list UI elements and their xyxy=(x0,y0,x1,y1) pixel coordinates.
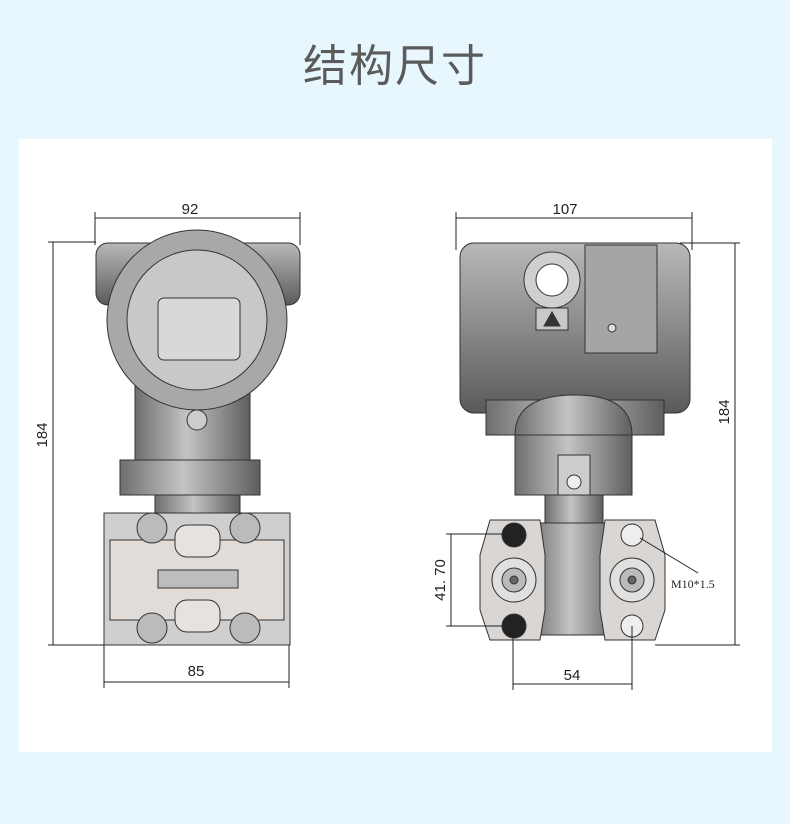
side-height-label: 184 xyxy=(716,399,733,424)
cover-lock-screw xyxy=(186,409,208,431)
front-width-top-label: 92 xyxy=(182,201,199,218)
side-dimension-lines xyxy=(446,212,740,690)
front-dimension-lines xyxy=(48,212,301,688)
hole-spacing-label: 41. 70 xyxy=(432,559,449,601)
front-collar xyxy=(119,459,261,496)
front-height-label: 184 xyxy=(34,422,51,447)
page-title: 结构尺寸 xyxy=(303,41,487,92)
display-window xyxy=(157,297,241,361)
side-view xyxy=(459,242,691,641)
side-width-top-label: 107 xyxy=(552,201,577,218)
thread-leader-line xyxy=(639,537,699,574)
process-spacing-label: 54 xyxy=(564,667,581,684)
warning-icon xyxy=(543,310,561,327)
front-width-bottom-label: 85 xyxy=(188,663,205,680)
thread-note: M10*1.5 xyxy=(671,577,715,591)
front-view xyxy=(95,229,301,646)
